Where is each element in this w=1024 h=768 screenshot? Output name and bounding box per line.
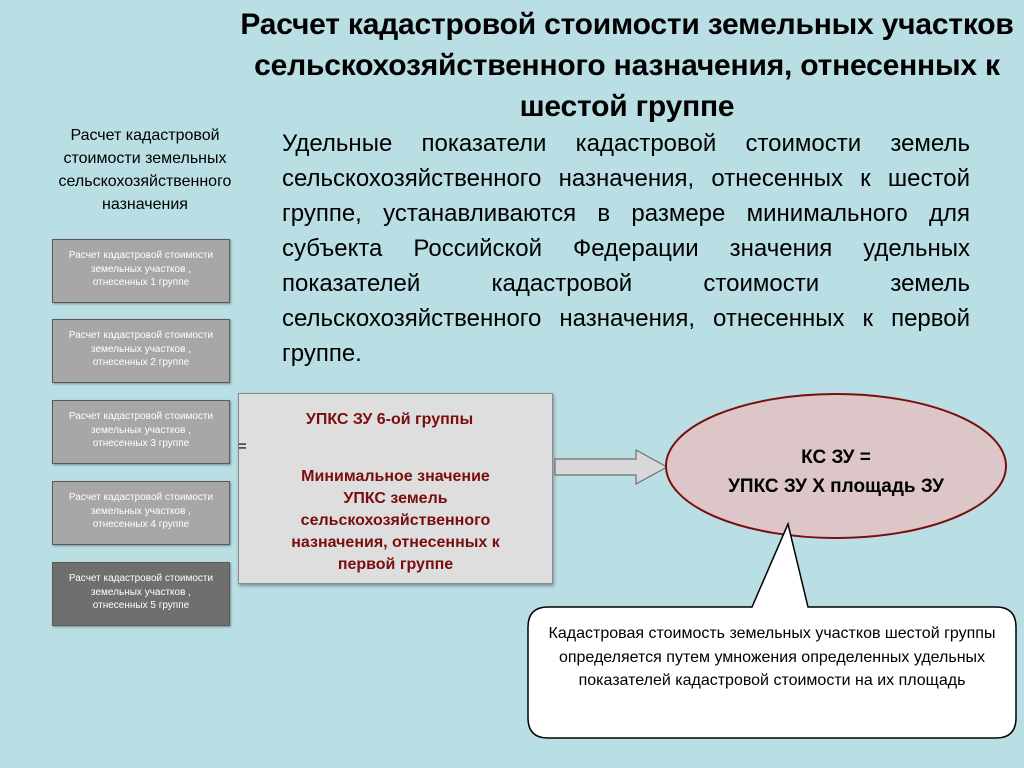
callout-bubble [527, 521, 1017, 739]
upks-equals-sign: = [238, 438, 247, 455]
group-box-4: Расчет кадастровой стоимости земельных у… [52, 481, 230, 545]
group-box-3: Расчет кадастровой стоимости земельных у… [52, 400, 230, 464]
callout-text: Кадастровая стоимость земельных участков… [548, 625, 996, 689]
upks-heading: УПКС ЗУ 6-ой группы [305, 411, 474, 428]
slide-title: Расчет кадастровой стоимости земельных у… [240, 8, 1014, 123]
left-caption: Расчет кадастровой стоимости земельных с… [58, 127, 232, 213]
group-box-2: Расчет кадастровой стоимости земельных у… [52, 319, 230, 383]
upks-definition: Минимальное значение УПКС земель сельско… [291, 468, 500, 573]
formula-text: КС ЗУ = УПКС ЗУ Х площадь ЗУ [728, 447, 944, 497]
upks-box: УПКС ЗУ 6-ой группы Минимальное значение… [238, 393, 553, 584]
group-box-1: Расчет кадастровой стоимости земельных у… [52, 239, 230, 303]
body-text: Удельные показатели кадастровой стоимост… [282, 130, 970, 367]
group-box-5: Расчет кадастровой стоимости земельных у… [52, 562, 230, 626]
formula-ellipse [665, 393, 1007, 539]
right-arrow-icon [554, 448, 669, 486]
